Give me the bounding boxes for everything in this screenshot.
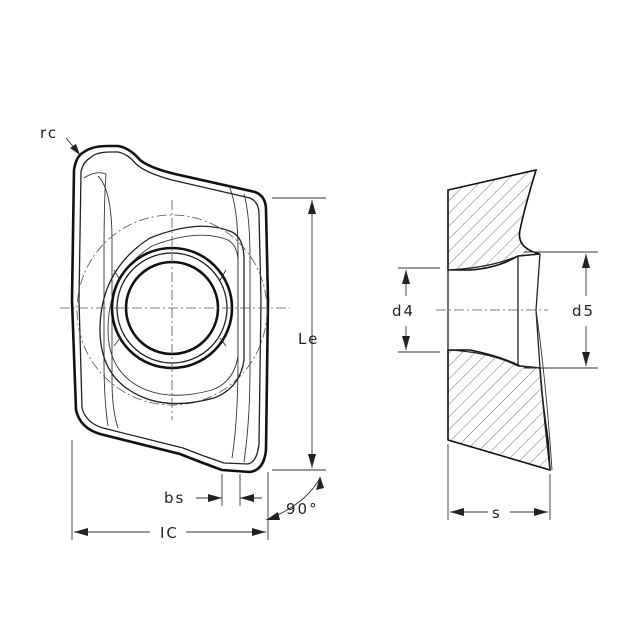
d4-dimension: d4 [392,267,440,353]
left-edge-band [83,172,109,427]
hole-profile-top [447,255,519,271]
rc-dimension: rc [40,124,80,155]
right-edge-band-inner [243,193,251,463]
s-dimension: s [447,444,551,522]
hole-notches [113,269,227,347]
le-dimension: Le [272,197,326,471]
ic-dimension: IC [71,440,269,542]
right-edge-relief [535,309,553,471]
right-edge-band [229,187,239,459]
le-label: Le [298,330,319,348]
angle-label: 90° [286,500,319,518]
bs-label: bs [164,489,185,507]
left-edge-band-inner [97,175,119,429]
insert-section-view [436,168,553,472]
insert-top-view [60,144,290,474]
d5-dimension: d5 [524,251,598,369]
insert-inner-outline [78,151,262,465]
d4-label: d4 [392,302,415,320]
section-upper-hatch [447,168,541,271]
clamp-face-inner [107,234,239,396]
s-label: s [492,504,502,522]
d5-label: d5 [572,302,595,320]
bs-dimension: bs [164,474,262,507]
rc-label: rc [40,124,58,142]
hole-profile-bottom [447,349,519,367]
ic-label: IC [160,524,179,542]
insert-outline [70,144,270,474]
angle-dimension: 90° [265,476,324,521]
counterbore-top [517,253,541,257]
clamp-face-outer [99,225,245,405]
